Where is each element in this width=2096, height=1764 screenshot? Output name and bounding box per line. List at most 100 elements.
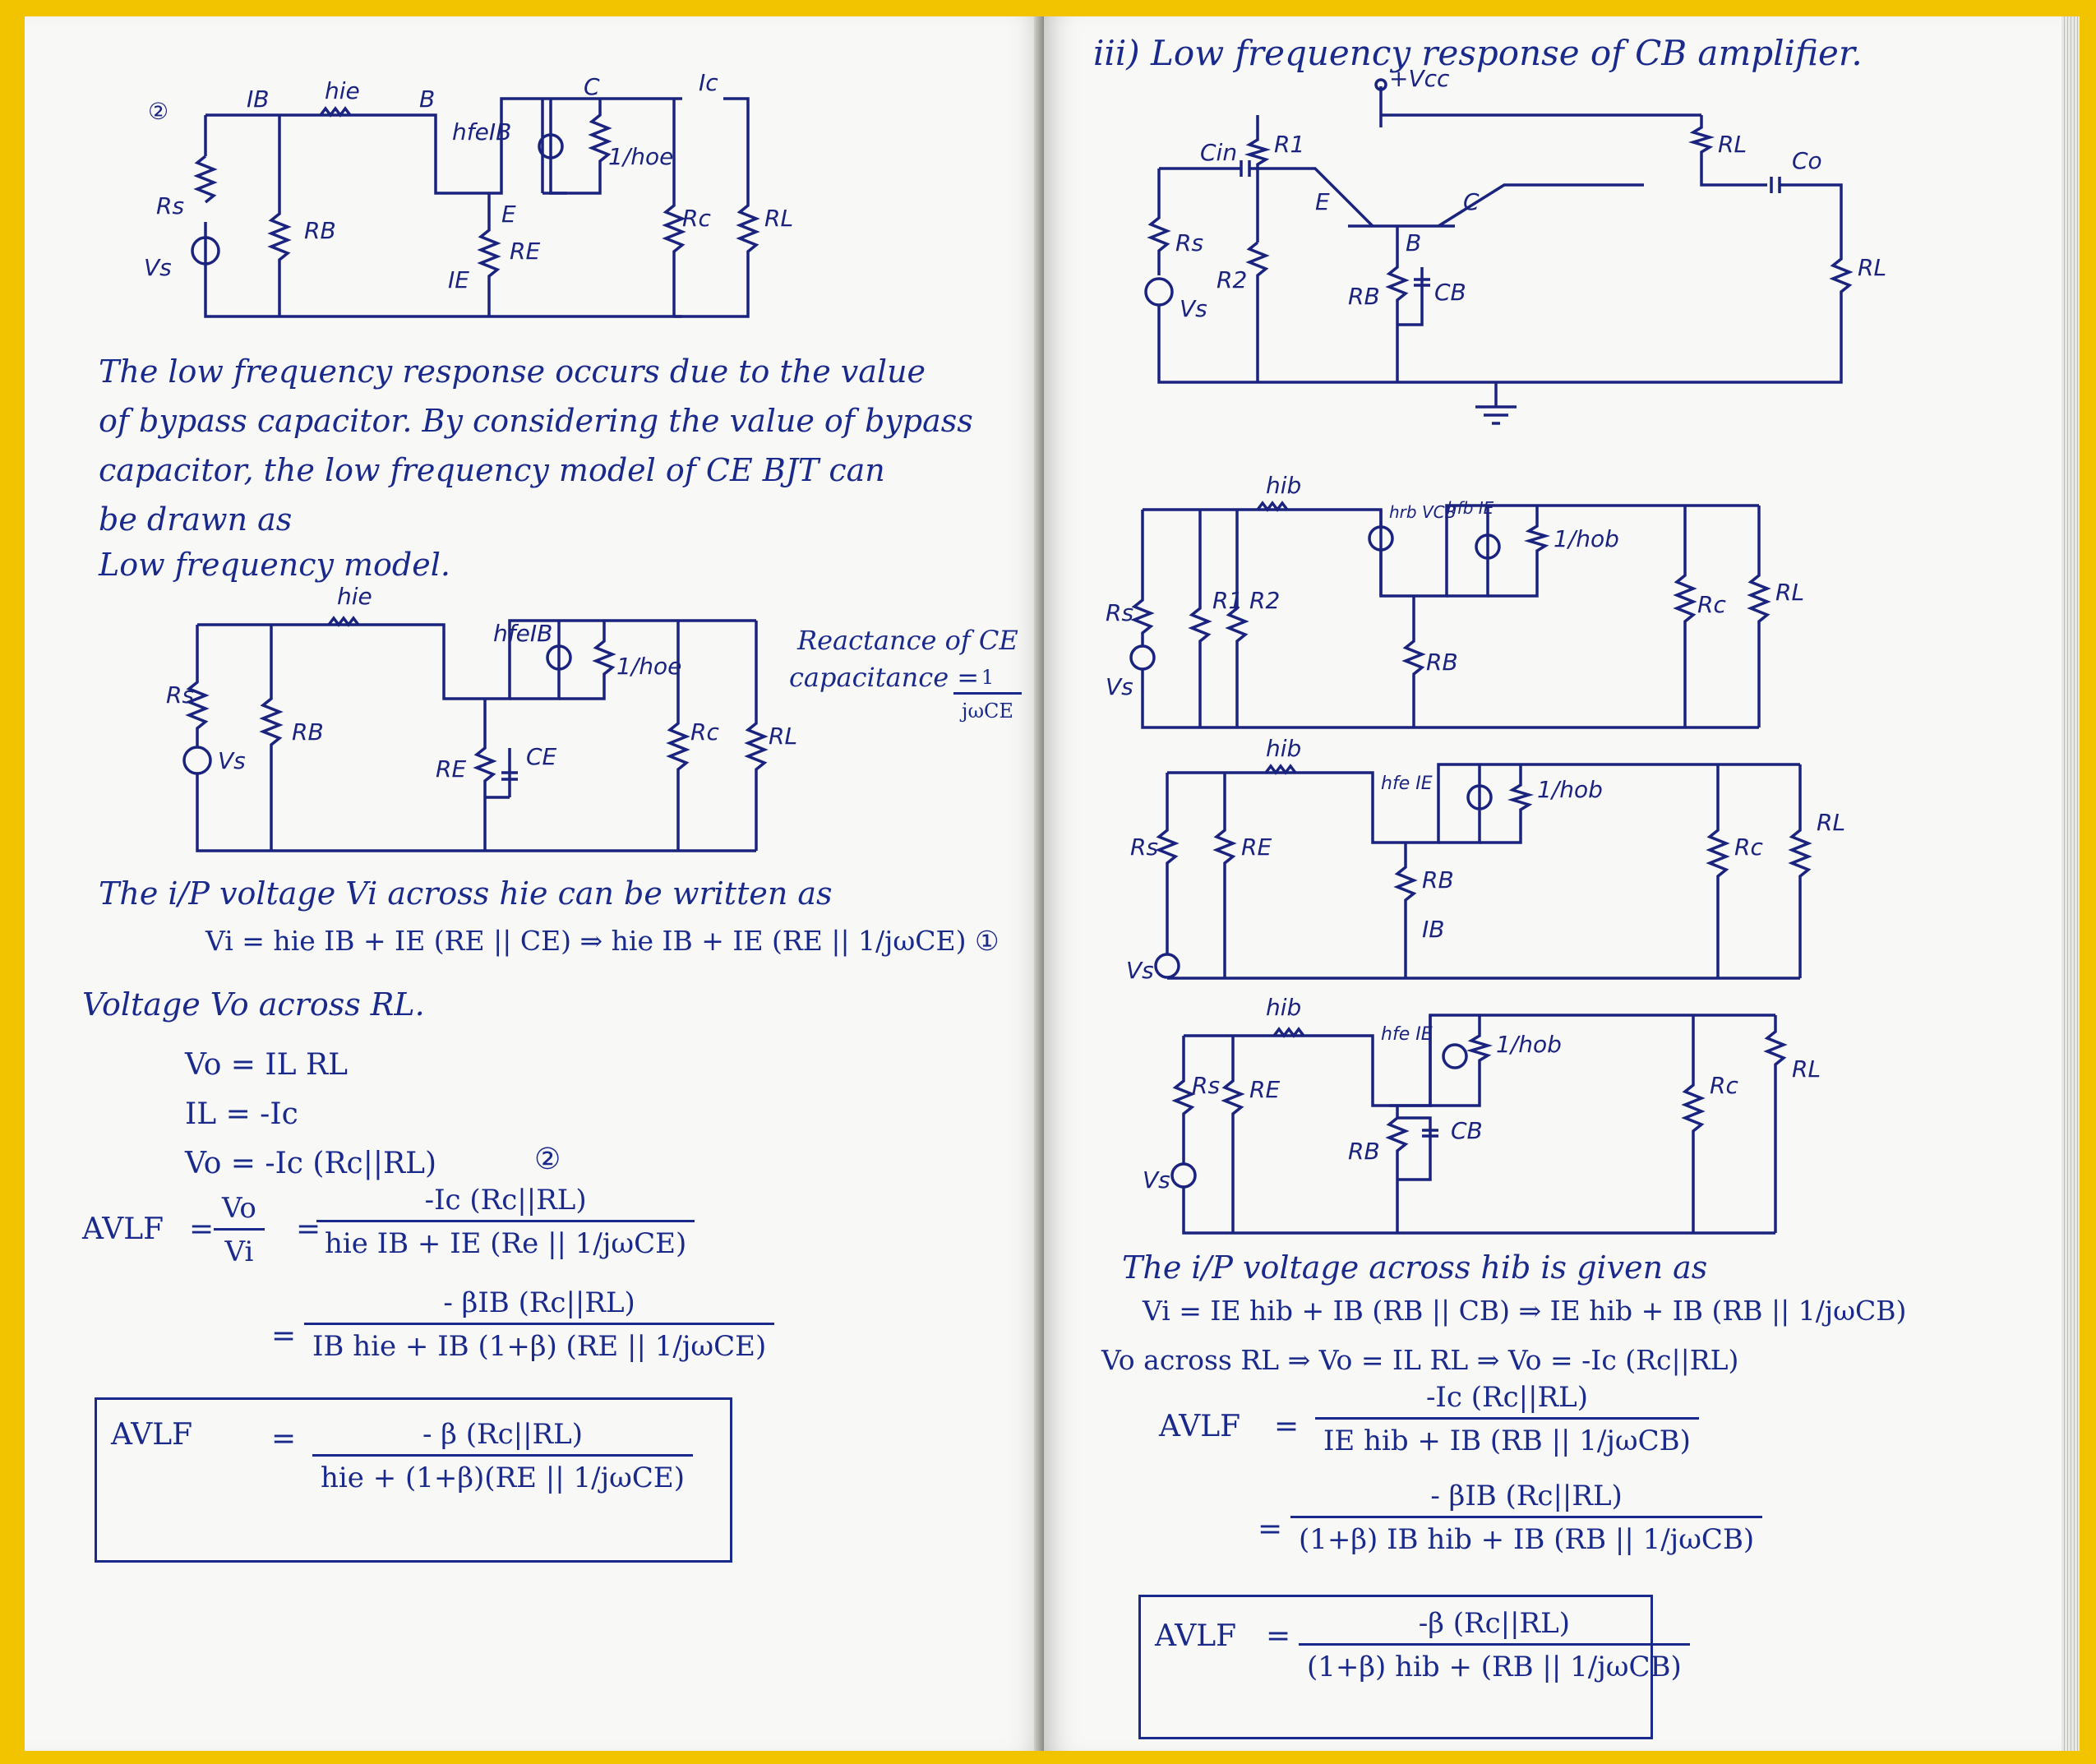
- circuit1-label: IE: [448, 266, 469, 293]
- right-page-heading: iii) Low frequency response of CB amplif…: [1093, 33, 1863, 73]
- cb-model-b-label: Rc: [1734, 834, 1763, 861]
- circuit2-label: Vs: [218, 747, 246, 774]
- cb-hybrid-model-circuit: hib hrb VCB hfb IE 1/hob Rs R1 R2 Rc RL …: [1106, 472, 1804, 729]
- result-fraction: - β (Rc||RL) hie + (1+β)(RE || 1/jωCE): [312, 1418, 693, 1494]
- cb-model-c-label: Vs: [1143, 1166, 1170, 1194]
- il-equation: IL = -Ic: [185, 1097, 298, 1131]
- circuit2-label: Rc: [690, 718, 719, 746]
- cb-model-a-label: RL: [1775, 579, 1804, 606]
- notebook-page-edges: [2061, 16, 2080, 1751]
- cb-model-c-label: Rs: [1192, 1072, 1220, 1099]
- circuit1-label: C: [584, 73, 600, 100]
- gain-fraction-2: - βIB (Rc||RL) (1+β) IB hib + IB (RB || …: [1290, 1480, 1763, 1556]
- gain-fraction-2-numerator: - βIB (Rc||RL): [1430, 1480, 1623, 1512]
- circuit1-label: Rs: [156, 192, 184, 219]
- vo-equation: Vo across RL ⇒ Vo = IL RL ⇒ Vo = -Ic (Rc…: [1101, 1344, 1739, 1376]
- cb-circuit-label: Co: [1792, 147, 1822, 174]
- cb-model-c-label: hfe IE: [1381, 1024, 1433, 1045]
- left-page: ② IB hie B C Ic hfeIB 1/hoe Rs RB E RE I…: [25, 16, 1044, 1751]
- circuit1-label: RB: [304, 217, 336, 244]
- gain-fraction-1: -Ic (Rc||RL) IE hib + IB (RB || 1/jωCB): [1315, 1381, 1699, 1457]
- low-frequency-model-label: Low frequency model.: [99, 547, 450, 583]
- cb-model-c-label: Rc: [1710, 1072, 1738, 1099]
- result-box-label: AVLF: [1155, 1619, 1237, 1653]
- circuit1-label: hfeIB: [452, 118, 511, 145]
- vo-over-vi-denominator: Vi: [214, 1228, 265, 1268]
- output-voltage-heading: Voltage Vo across RL.: [82, 986, 425, 1023]
- cb-circuit-label: RB: [1348, 283, 1380, 310]
- input-voltage-line: The i/P voltage across hib is given as: [1122, 1249, 1708, 1286]
- paragraph-line: of bypass capacitor. By considering the …: [99, 403, 973, 439]
- gain-fraction-1-numerator: -Ic (Rc||RL): [1425, 1381, 1588, 1414]
- cb-model-b-label: IB: [1422, 916, 1444, 943]
- equals-sign: =: [271, 1422, 297, 1456]
- gain-fraction-1-denominator: IE hib + IB (RB || 1/jωCB): [1315, 1417, 1699, 1457]
- circuit2-label: RB: [292, 718, 324, 746]
- cb-circuit-label: R1: [1274, 131, 1304, 158]
- result-box-label: AVLF: [111, 1418, 193, 1452]
- cb-amplifier-circuit: +Vcc Cin R1 RL Co E C Rs B R2 RB CB Vs R…: [1144, 65, 1886, 425]
- ce-equivalent-circuit: ② IB hie B C Ic hfeIB 1/hoe Rs RB E RE I…: [144, 69, 793, 318]
- circuit1-label: IB: [247, 85, 269, 113]
- cb-model-c-label: RE: [1249, 1076, 1280, 1103]
- cb-circuit-label: C: [1463, 188, 1480, 215]
- circuit2-label: hfeIB: [493, 620, 552, 647]
- equals-sign: =: [1258, 1512, 1283, 1546]
- cb-circuit-label: R2: [1217, 266, 1247, 293]
- vo-equation: Vo = IL RL: [185, 1048, 348, 1082]
- cb-model-a-label: hfb IE: [1447, 498, 1494, 518]
- circuit1-label: E: [501, 201, 516, 228]
- cb-model-b-label: hfe IE: [1381, 773, 1433, 794]
- circuit1-label: Rc: [682, 205, 711, 232]
- vi-equation: Vi = hie IB + IE (RE || CE) ⇒ hie IB + I…: [205, 925, 1000, 957]
- circuit1-label: Ic: [699, 69, 718, 96]
- cb-model-a-label: Rc: [1697, 591, 1726, 618]
- equals-sign: =: [296, 1212, 321, 1246]
- vo-over-vi-numerator: Vo: [222, 1192, 256, 1225]
- input-voltage-line: The i/P voltage Vi across hie can be wri…: [99, 875, 833, 912]
- cb-model-c-label: RL: [1792, 1055, 1821, 1083]
- circuit1-label: Vs: [144, 254, 172, 281]
- reactance-numerator: 1: [981, 666, 995, 689]
- cb-circuit-label: CB: [1434, 279, 1466, 306]
- paragraph-line: capacitor, the low frequency model of CE…: [99, 452, 885, 488]
- cb-model-b-label: RE: [1241, 834, 1272, 861]
- equation-tag: ②: [534, 1143, 561, 1176]
- cb-circuit-label: Rs: [1175, 229, 1203, 256]
- result-box: [95, 1397, 732, 1563]
- equals-sign: =: [189, 1212, 215, 1246]
- circuit2-label: 1/hoe: [616, 653, 681, 680]
- circuit2-label: RL: [769, 723, 797, 750]
- reactance-note-line: Reactance of CE: [797, 625, 1018, 656]
- result-fraction-numerator: - β (Rc||RL): [422, 1418, 583, 1451]
- reactance-note-line: capacitance =: [789, 662, 980, 693]
- cb-model-a-label: RB: [1426, 649, 1458, 676]
- result-fraction-numerator: -β (Rc||RL): [1418, 1607, 1570, 1640]
- cb-model-c-label: RB: [1348, 1138, 1380, 1165]
- reactance-denominator: jωCE: [953, 692, 1022, 723]
- cb-model-a-label: hrb VCB: [1389, 502, 1456, 522]
- vi-equation: Vi = IE hib + IB (RB || CB) ⇒ IE hib + I…: [1143, 1295, 1907, 1327]
- cb-model-a-label: 1/hob: [1554, 525, 1619, 552]
- result-fraction-denominator: hie + (1+β)(RE || 1/jωCE): [312, 1454, 693, 1494]
- paragraph-line: be drawn as: [99, 501, 293, 538]
- reactance-fraction: 1 jωCE: [953, 666, 1022, 723]
- gain-fraction-1: -Ic (Rc||RL) hie IB + IE (Re || 1/jωCE): [316, 1184, 695, 1260]
- cb-circuit-label: Cin: [1200, 139, 1237, 166]
- equals-sign: =: [271, 1319, 297, 1353]
- gain-fraction-2-numerator: - βIB (Rc||RL): [443, 1286, 635, 1319]
- circuit1-label: RL: [764, 205, 793, 232]
- gain-fraction-1-denominator: hie IB + IE (Re || 1/jωCE): [316, 1220, 695, 1260]
- ce-low-frequency-model-circuit: hie hfeIB 1/hoe Rs RB Rc RL RE CE Vs: [166, 583, 797, 852]
- avlf-label: AVLF: [1159, 1410, 1241, 1443]
- result-fraction-denominator: (1+β) hib + (RB || 1/jωCB): [1299, 1643, 1690, 1683]
- right-page: iii) Low frequency response of CB amplif…: [1044, 16, 2080, 1751]
- cb-circuit-label: +Vcc: [1389, 65, 1450, 92]
- gain-fraction-2-denominator: IB hie + IB (1+β) (RE || 1/jωCE): [304, 1323, 775, 1363]
- circuit2-label: CE: [526, 743, 557, 770]
- circuit2-label: hie: [337, 583, 372, 610]
- cb-model-b-label: hib: [1266, 735, 1301, 762]
- cb-model-b-label: 1/hob: [1537, 776, 1603, 803]
- equals-sign: =: [1274, 1410, 1300, 1443]
- circuit1-label: B: [419, 85, 435, 113]
